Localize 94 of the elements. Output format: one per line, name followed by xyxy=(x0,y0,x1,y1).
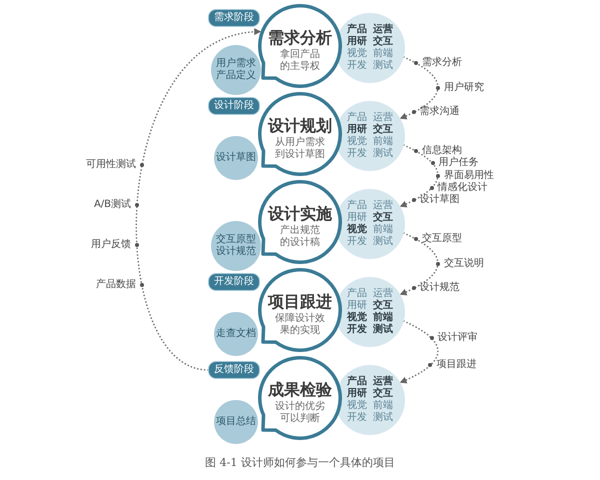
role-label: 开发 xyxy=(347,324,367,336)
stage-subtitle: 设计的优劣可以判断 xyxy=(274,401,326,425)
role-label: 交互 xyxy=(373,300,393,312)
role-label: 交互 xyxy=(373,36,393,48)
activity-label: 设计规范 xyxy=(420,282,460,294)
role-label: 视觉 xyxy=(347,136,367,148)
role-label: 测试 xyxy=(373,236,393,248)
stage-tag: 反馈阶段 xyxy=(208,361,260,379)
role-label: 测试 xyxy=(373,60,393,72)
activity-label: 需求分析 xyxy=(422,57,462,70)
stage-title: 设计规划 xyxy=(268,116,332,135)
stage-subtitle: 拿回产品的主导权 xyxy=(279,49,321,73)
dotted-arrow xyxy=(400,56,439,120)
role-label: 前端 xyxy=(373,136,393,148)
stage-title: 项目跟进 xyxy=(268,292,332,311)
deliverable-label: 交互原型 xyxy=(216,234,256,246)
role-label: 交互 xyxy=(373,124,393,136)
role-label: 用研 xyxy=(347,300,367,312)
role-label: 运营 xyxy=(373,24,393,35)
speech-bubble xyxy=(258,92,342,176)
role-label: 运营 xyxy=(373,112,393,123)
deliverable-circle xyxy=(214,312,258,356)
speech-bubble xyxy=(258,180,342,264)
stage-tag: 需求阶段 xyxy=(208,9,260,27)
role-label: 用研 xyxy=(347,36,367,48)
stage-title: 需求分析 xyxy=(268,28,332,47)
activity-label: 项目跟进 xyxy=(436,359,476,372)
role-label: 交互 xyxy=(373,388,393,400)
role-label: 前端 xyxy=(373,48,393,60)
stage-tag: 开发阶段 xyxy=(208,273,260,291)
role-label: 前端 xyxy=(373,224,393,236)
role-label: 用研 xyxy=(347,124,367,136)
role-label: 前端 xyxy=(373,400,393,412)
activity-label: 可用性测试 xyxy=(86,159,136,172)
role-label: 开发 xyxy=(347,236,367,248)
activity-label: 设计草图 xyxy=(420,194,460,206)
speech-bubble xyxy=(258,356,342,440)
deliverable-label: 设计草图 xyxy=(216,152,256,164)
role-label: 测试 xyxy=(373,412,393,424)
figure-caption: 图 4-1 设计师如何参与一个具体的项目 xyxy=(205,456,395,470)
role-label: 视觉 xyxy=(347,312,367,324)
role-label: 交互 xyxy=(373,212,393,224)
role-label: 开发 xyxy=(347,412,367,424)
speech-bubble xyxy=(258,4,342,88)
role-label: 产品 xyxy=(347,288,367,300)
activity-label: 设计评审 xyxy=(438,332,478,344)
role-label: 测试 xyxy=(373,324,393,336)
activity-label: 信息架构 xyxy=(422,145,462,156)
role-label: 运营 xyxy=(373,200,393,211)
deliverable-circle xyxy=(214,400,258,444)
stage-subtitle: 保障设计效果的实现 xyxy=(274,313,326,337)
role-label: 前端 xyxy=(373,312,393,324)
activity-label: 交互原型 xyxy=(422,233,462,246)
deliverable-label: 走查文档 xyxy=(216,328,256,340)
role-label: 产品 xyxy=(347,200,367,212)
activity-label: 情感化设计 xyxy=(438,182,488,194)
role-label: 运营 xyxy=(373,376,393,387)
deliverable-circle xyxy=(211,45,261,95)
activity-label: 用户任务 xyxy=(438,157,479,170)
deliverable-label: 设计规范 xyxy=(216,246,256,258)
role-label: 产品 xyxy=(347,376,367,388)
dotted-arrow xyxy=(400,232,439,296)
deliverable-circle xyxy=(214,136,258,180)
dotted-arrow xyxy=(400,144,439,208)
role-label: 用研 xyxy=(347,212,367,224)
role-label: 视觉 xyxy=(347,224,367,236)
deliverable-circle xyxy=(211,221,261,271)
stage-subtitle: 产出规范的设计稿 xyxy=(279,225,321,249)
activity-label: 交互说明 xyxy=(444,258,484,270)
activity-label: 界面易用性 xyxy=(444,170,494,182)
deliverable-label: 产品定义 xyxy=(216,70,256,82)
speech-bubble xyxy=(258,268,342,352)
stage-subtitle: 从用户需求到设计草图 xyxy=(274,137,326,161)
activity-label: A/B测试 xyxy=(94,198,132,211)
role-label: 运营 xyxy=(373,288,393,299)
role-label: 开发 xyxy=(347,60,367,72)
role-label: 开发 xyxy=(347,148,367,160)
role-label: 用研 xyxy=(347,388,367,400)
dotted-arrow xyxy=(136,29,262,371)
deliverable-label: 用户需求 xyxy=(216,58,256,70)
dotted-arrow xyxy=(400,320,439,384)
stage-title: 设计实施 xyxy=(268,204,332,223)
activity-label: 需求沟通 xyxy=(420,106,460,118)
deliverable-label: 项目总结 xyxy=(216,416,256,428)
activity-label: 用户反馈 xyxy=(90,239,131,252)
stage-title: 成果检验 xyxy=(268,380,332,399)
role-label: 视觉 xyxy=(347,48,367,60)
role-label: 测试 xyxy=(373,148,393,160)
activity-label: 产品数据 xyxy=(96,278,136,291)
activity-label: 用户研究 xyxy=(444,82,484,94)
role-label: 产品 xyxy=(347,112,367,124)
stage-tag: 设计阶段 xyxy=(208,97,260,115)
role-label: 视觉 xyxy=(347,400,367,412)
role-label: 产品 xyxy=(347,24,367,36)
